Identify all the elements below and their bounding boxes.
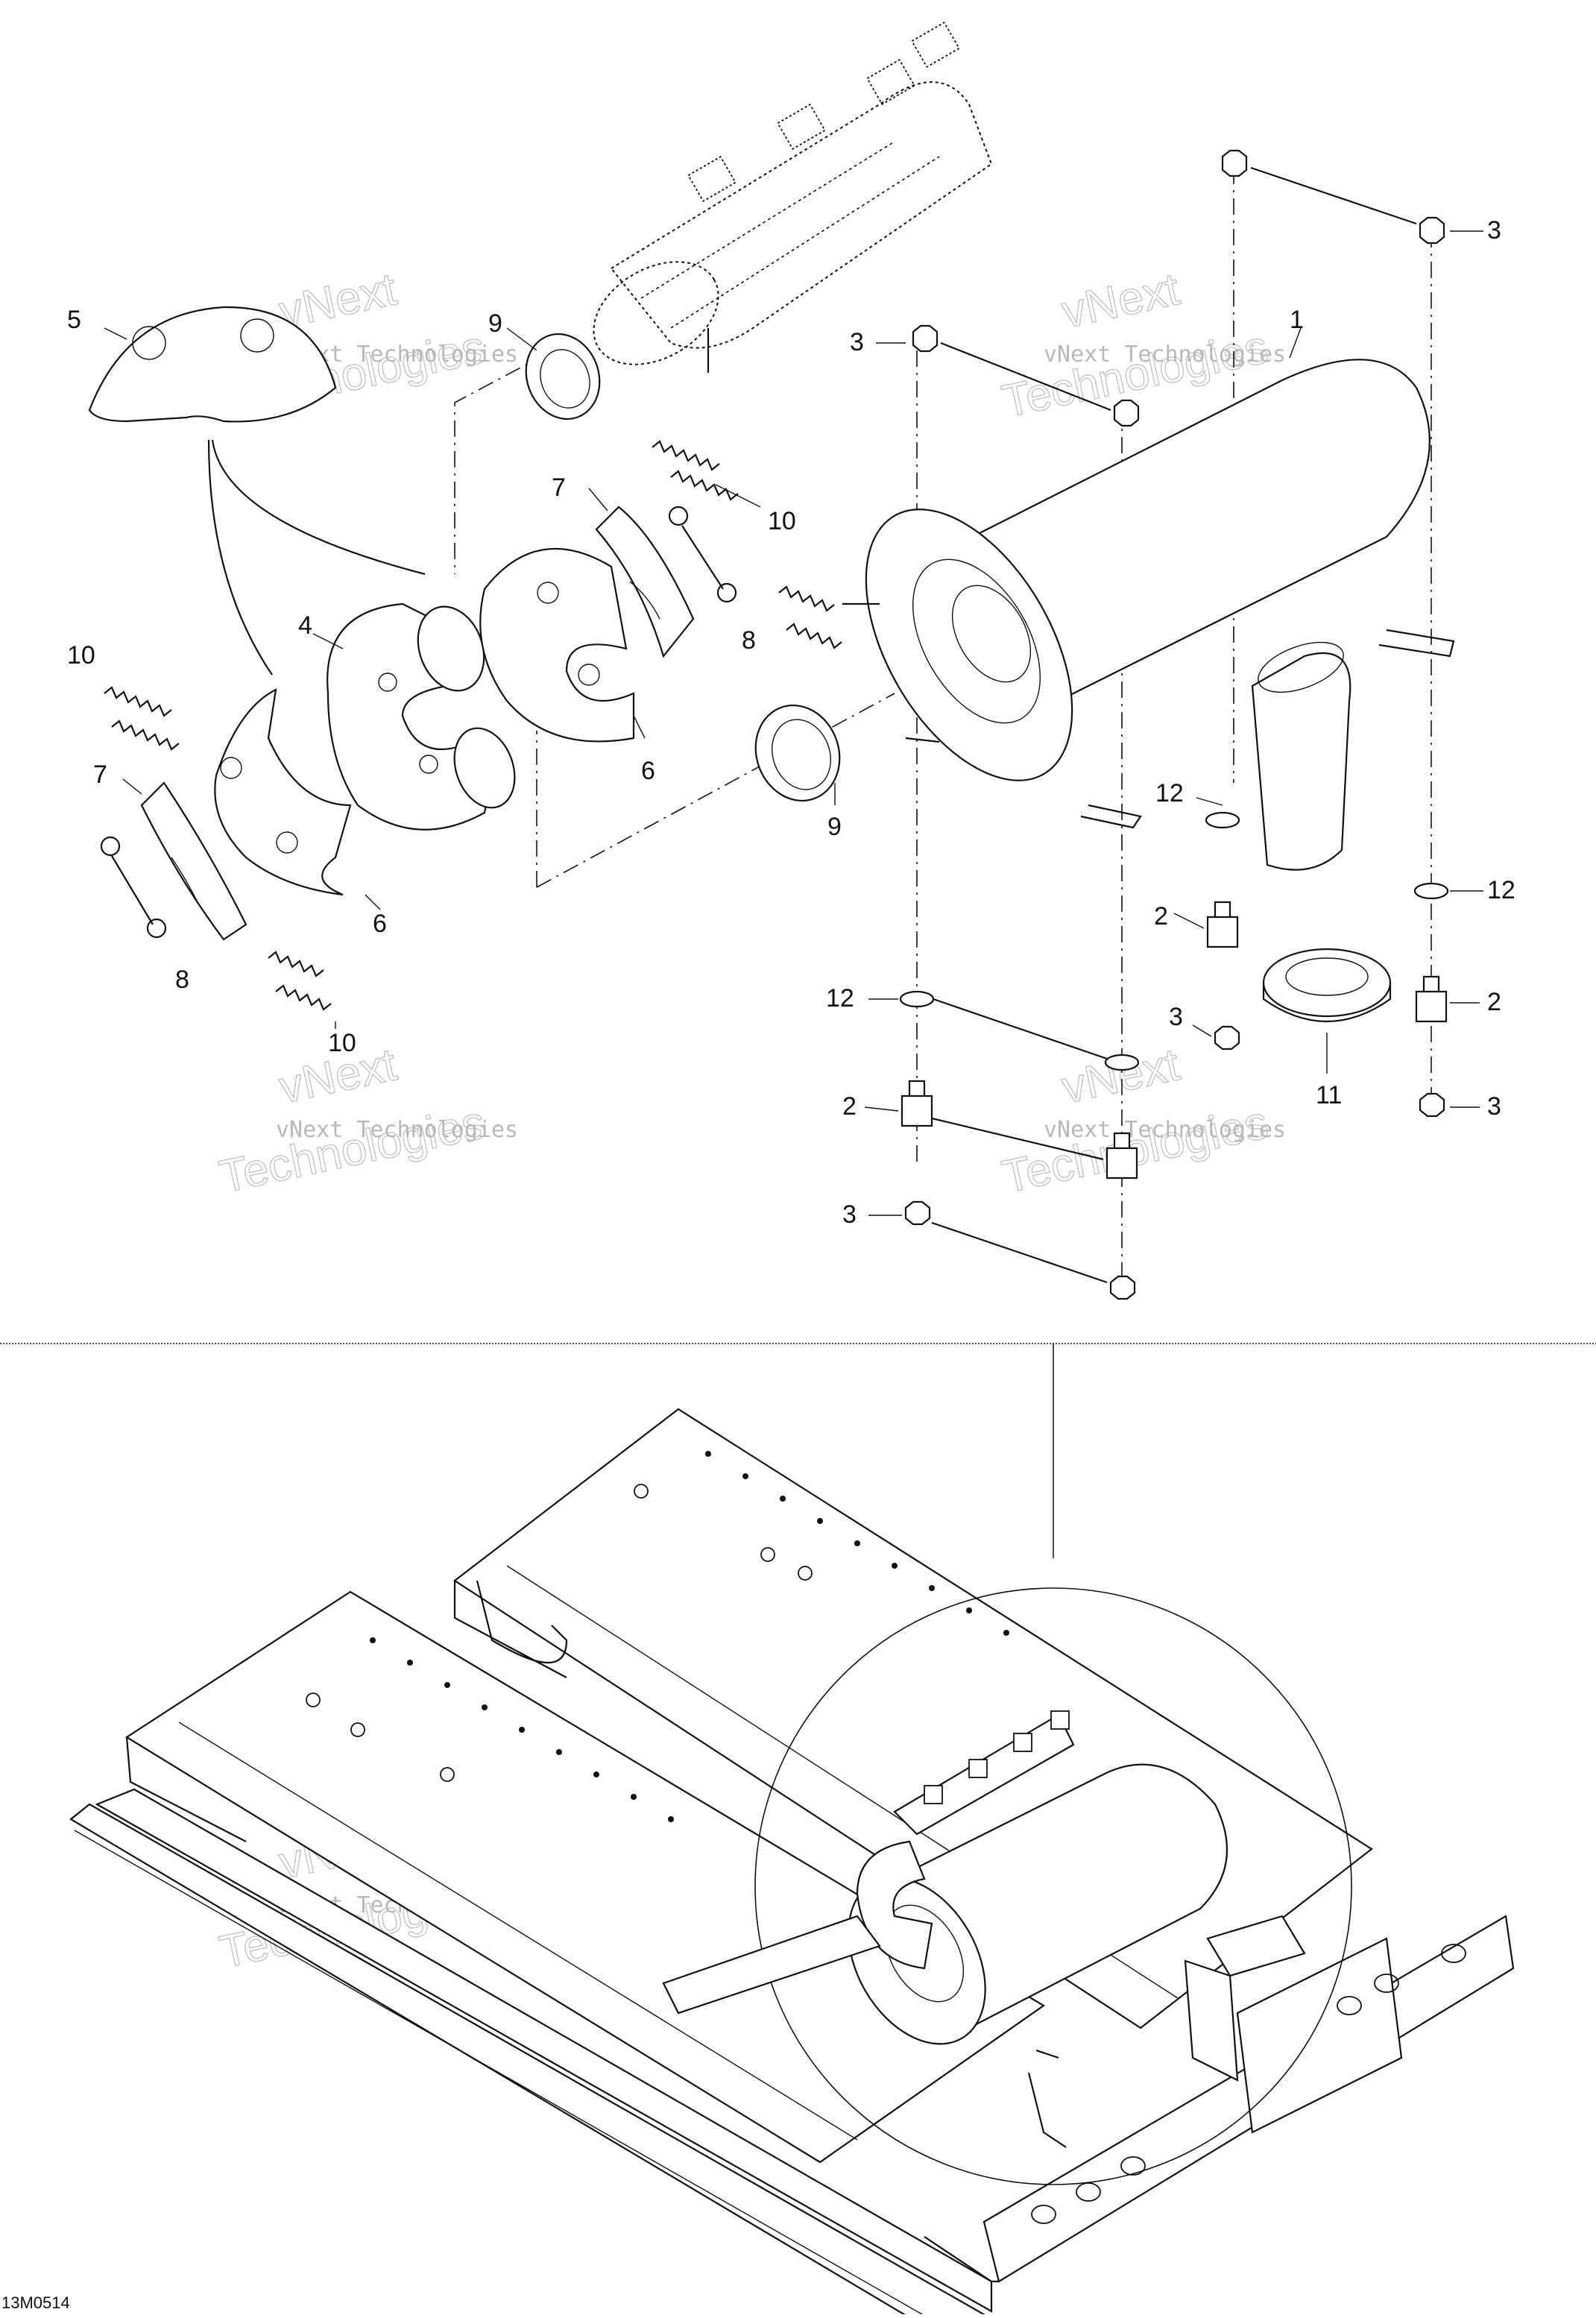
- callout-10-bottom: 10: [328, 1029, 356, 1057]
- callout-5: 5: [67, 306, 81, 334]
- callout-6-left: 6: [373, 910, 387, 938]
- watermark-3: vNext Technologies vNext Technologies: [215, 1039, 518, 1204]
- watermark-big-text: vNext: [1058, 263, 1184, 338]
- heat-shield-part-5: [88, 306, 337, 423]
- exhaust-manifold-ghost: [593, 21, 993, 365]
- callout-9-upper: 9: [488, 309, 502, 338]
- callout-2-right: 2: [1154, 902, 1168, 930]
- callout-2-left: 2: [842, 1092, 857, 1121]
- diagram-code: 13M0514: [1, 2293, 70, 2312]
- assembly-arrows: [207, 328, 880, 675]
- bracket-part-7-right: [595, 506, 695, 658]
- chassis-tunnel-view: [69, 1408, 1515, 2318]
- callout-10-top: 10: [768, 507, 796, 535]
- callout-1: 1: [1290, 306, 1304, 334]
- callout-3-bottom: 3: [842, 1200, 857, 1229]
- bracket-part-7-left: [140, 781, 247, 941]
- callout-6-right: 6: [641, 757, 655, 785]
- callout-8-right: 8: [742, 626, 756, 655]
- callouts: 1 2 2 2 3 3 3 3 3 4 5 6 6 7 7 8 8 9 9 10…: [67, 216, 1515, 1229]
- watermark-big-text: vNext: [1058, 1039, 1184, 1113]
- watermark-text: vNext Technologies: [276, 1117, 518, 1143]
- mounting-hardware: [899, 149, 1449, 1300]
- callout-7-left: 7: [93, 760, 107, 789]
- callout-12-right: 12: [1487, 876, 1515, 904]
- callout-11: 11: [1316, 1081, 1342, 1109]
- callout-leaders: [104, 230, 1483, 1216]
- callout-2-far-right: 2: [1487, 988, 1501, 1016]
- callout-12-left: 12: [826, 984, 854, 1012]
- callout-12-mid: 12: [1155, 779, 1184, 807]
- watermark-big-text: Technologies: [215, 1097, 490, 1203]
- callout-3-top-left: 3: [850, 328, 864, 356]
- springs-part-10: [104, 440, 842, 1011]
- exhaust-elbow-part-4: [327, 602, 516, 831]
- exhaust-seal-9-upper: [525, 333, 601, 421]
- callout-4: 4: [298, 611, 312, 640]
- callout-3-mid: 3: [1169, 1003, 1183, 1031]
- heat-shield-part-6-right: [479, 547, 635, 743]
- callout-8-left: 8: [175, 966, 189, 994]
- watermark-text: vNext Technologies: [1044, 1117, 1286, 1143]
- callout-9-lower: 9: [827, 813, 842, 841]
- callout-7-right: 7: [552, 473, 566, 502]
- exhaust-seal-9-lower: [754, 704, 841, 802]
- callout-10-left: 10: [67, 641, 95, 670]
- callout-3-right: 3: [1487, 1092, 1501, 1121]
- watermark-text: vNext Technologies: [1044, 341, 1286, 368]
- watermark-4: vNext Technologies vNext Technologies: [997, 1039, 1286, 1204]
- heat-shield-part-6-left: [214, 688, 352, 896]
- nut-part-8: [100, 506, 737, 939]
- callout-3-top-right: 3: [1487, 216, 1501, 245]
- muffler-part-1: [865, 359, 1455, 871]
- section-divider: [0, 1343, 1596, 1558]
